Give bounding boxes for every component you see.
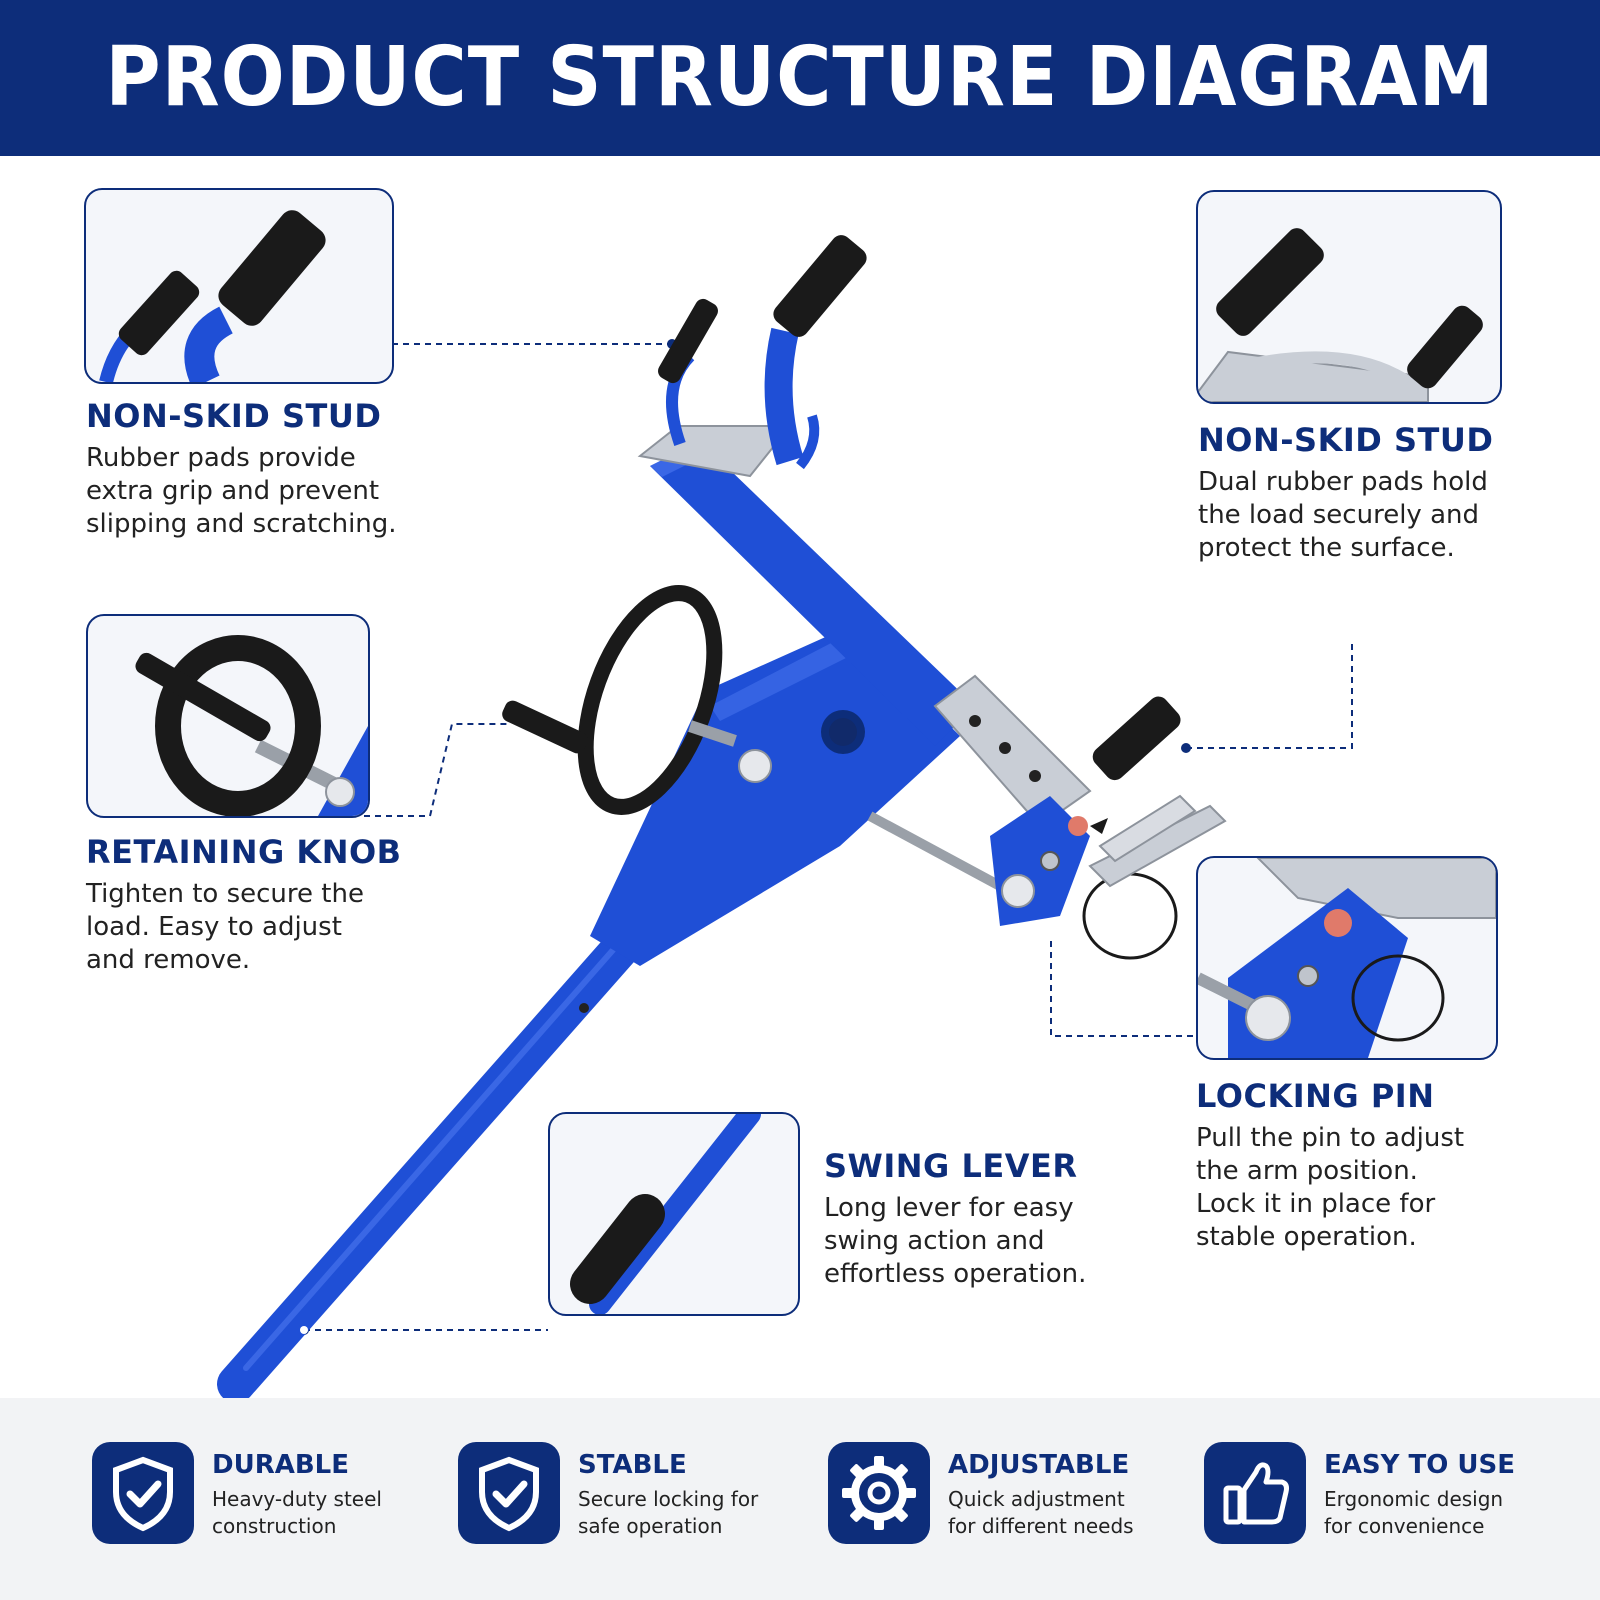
feature-nonskid-left: NON-SKID STUD Rubber pads provide extra … <box>86 396 416 541</box>
feature-swing-lever: SWING LEVER Long lever for easy swing ac… <box>824 1146 1154 1291</box>
diagram-area: NON-SKID STUD Rubber pads provide extra … <box>0 156 1600 1403</box>
callout-image-knob <box>86 614 370 818</box>
feature-title: LOCKING PIN <box>1196 1077 1435 1115</box>
feature-locking-pin: LOCKING PIN Pull the pin to adjust the a… <box>1196 1076 1536 1254</box>
feature-description: Pull the pin to adjust the arm position.… <box>1196 1123 1465 1252</box>
callout-image-swing-lever <box>548 1112 800 1316</box>
lever-grip-closeup-icon <box>570 1114 761 1314</box>
gear-icon <box>828 1442 930 1544</box>
shield-check-icon <box>92 1442 194 1544</box>
badge-title: STABLE <box>578 1450 687 1480</box>
knob-closeup-icon <box>135 635 368 816</box>
callout-image-nonskid-right <box>1196 190 1502 404</box>
dual-pad-closeup-icon <box>1198 228 1483 402</box>
header-banner: PRODUCT STRUCTURE DIAGRAM <box>0 0 1600 156</box>
feature-retaining-knob: RETAINING KNOB Tighten to secure the loa… <box>86 832 406 977</box>
feature-description: Tighten to secure the load. Easy to adju… <box>86 879 364 975</box>
feature-title: RETAINING KNOB <box>86 833 402 871</box>
shield-check-icon <box>458 1442 560 1544</box>
feature-title: SWING LEVER <box>824 1147 1078 1185</box>
product-illustration <box>217 235 1353 1403</box>
feature-title: NON-SKID STUD <box>86 397 382 435</box>
leader-lines <box>304 343 1353 1331</box>
page-title: PRODUCT STRUCTURE DIAGRAM <box>105 30 1495 125</box>
badge-title: EASY TO USE <box>1324 1450 1515 1480</box>
thumbs-up-icon <box>1204 1442 1306 1544</box>
feature-description: Rubber pads provide extra grip and preve… <box>86 443 397 539</box>
badge-title: ADJUSTABLE <box>948 1450 1130 1480</box>
feature-nonskid-right: NON-SKID STUD Dual rubber pads hold the … <box>1198 420 1538 565</box>
locking-pin-closeup-icon <box>1198 858 1496 1058</box>
callout-image-nonskid-left <box>84 188 394 384</box>
feature-description: Long lever for easy swing action and eff… <box>824 1193 1087 1289</box>
feature-title: NON-SKID STUD <box>1198 421 1494 459</box>
rubber-pad-closeup-icon <box>99 210 326 382</box>
callout-image-locking-pin <box>1196 856 1498 1060</box>
badge-title: DURABLE <box>212 1450 349 1480</box>
feature-description: Dual rubber pads hold the load securely … <box>1198 467 1488 563</box>
